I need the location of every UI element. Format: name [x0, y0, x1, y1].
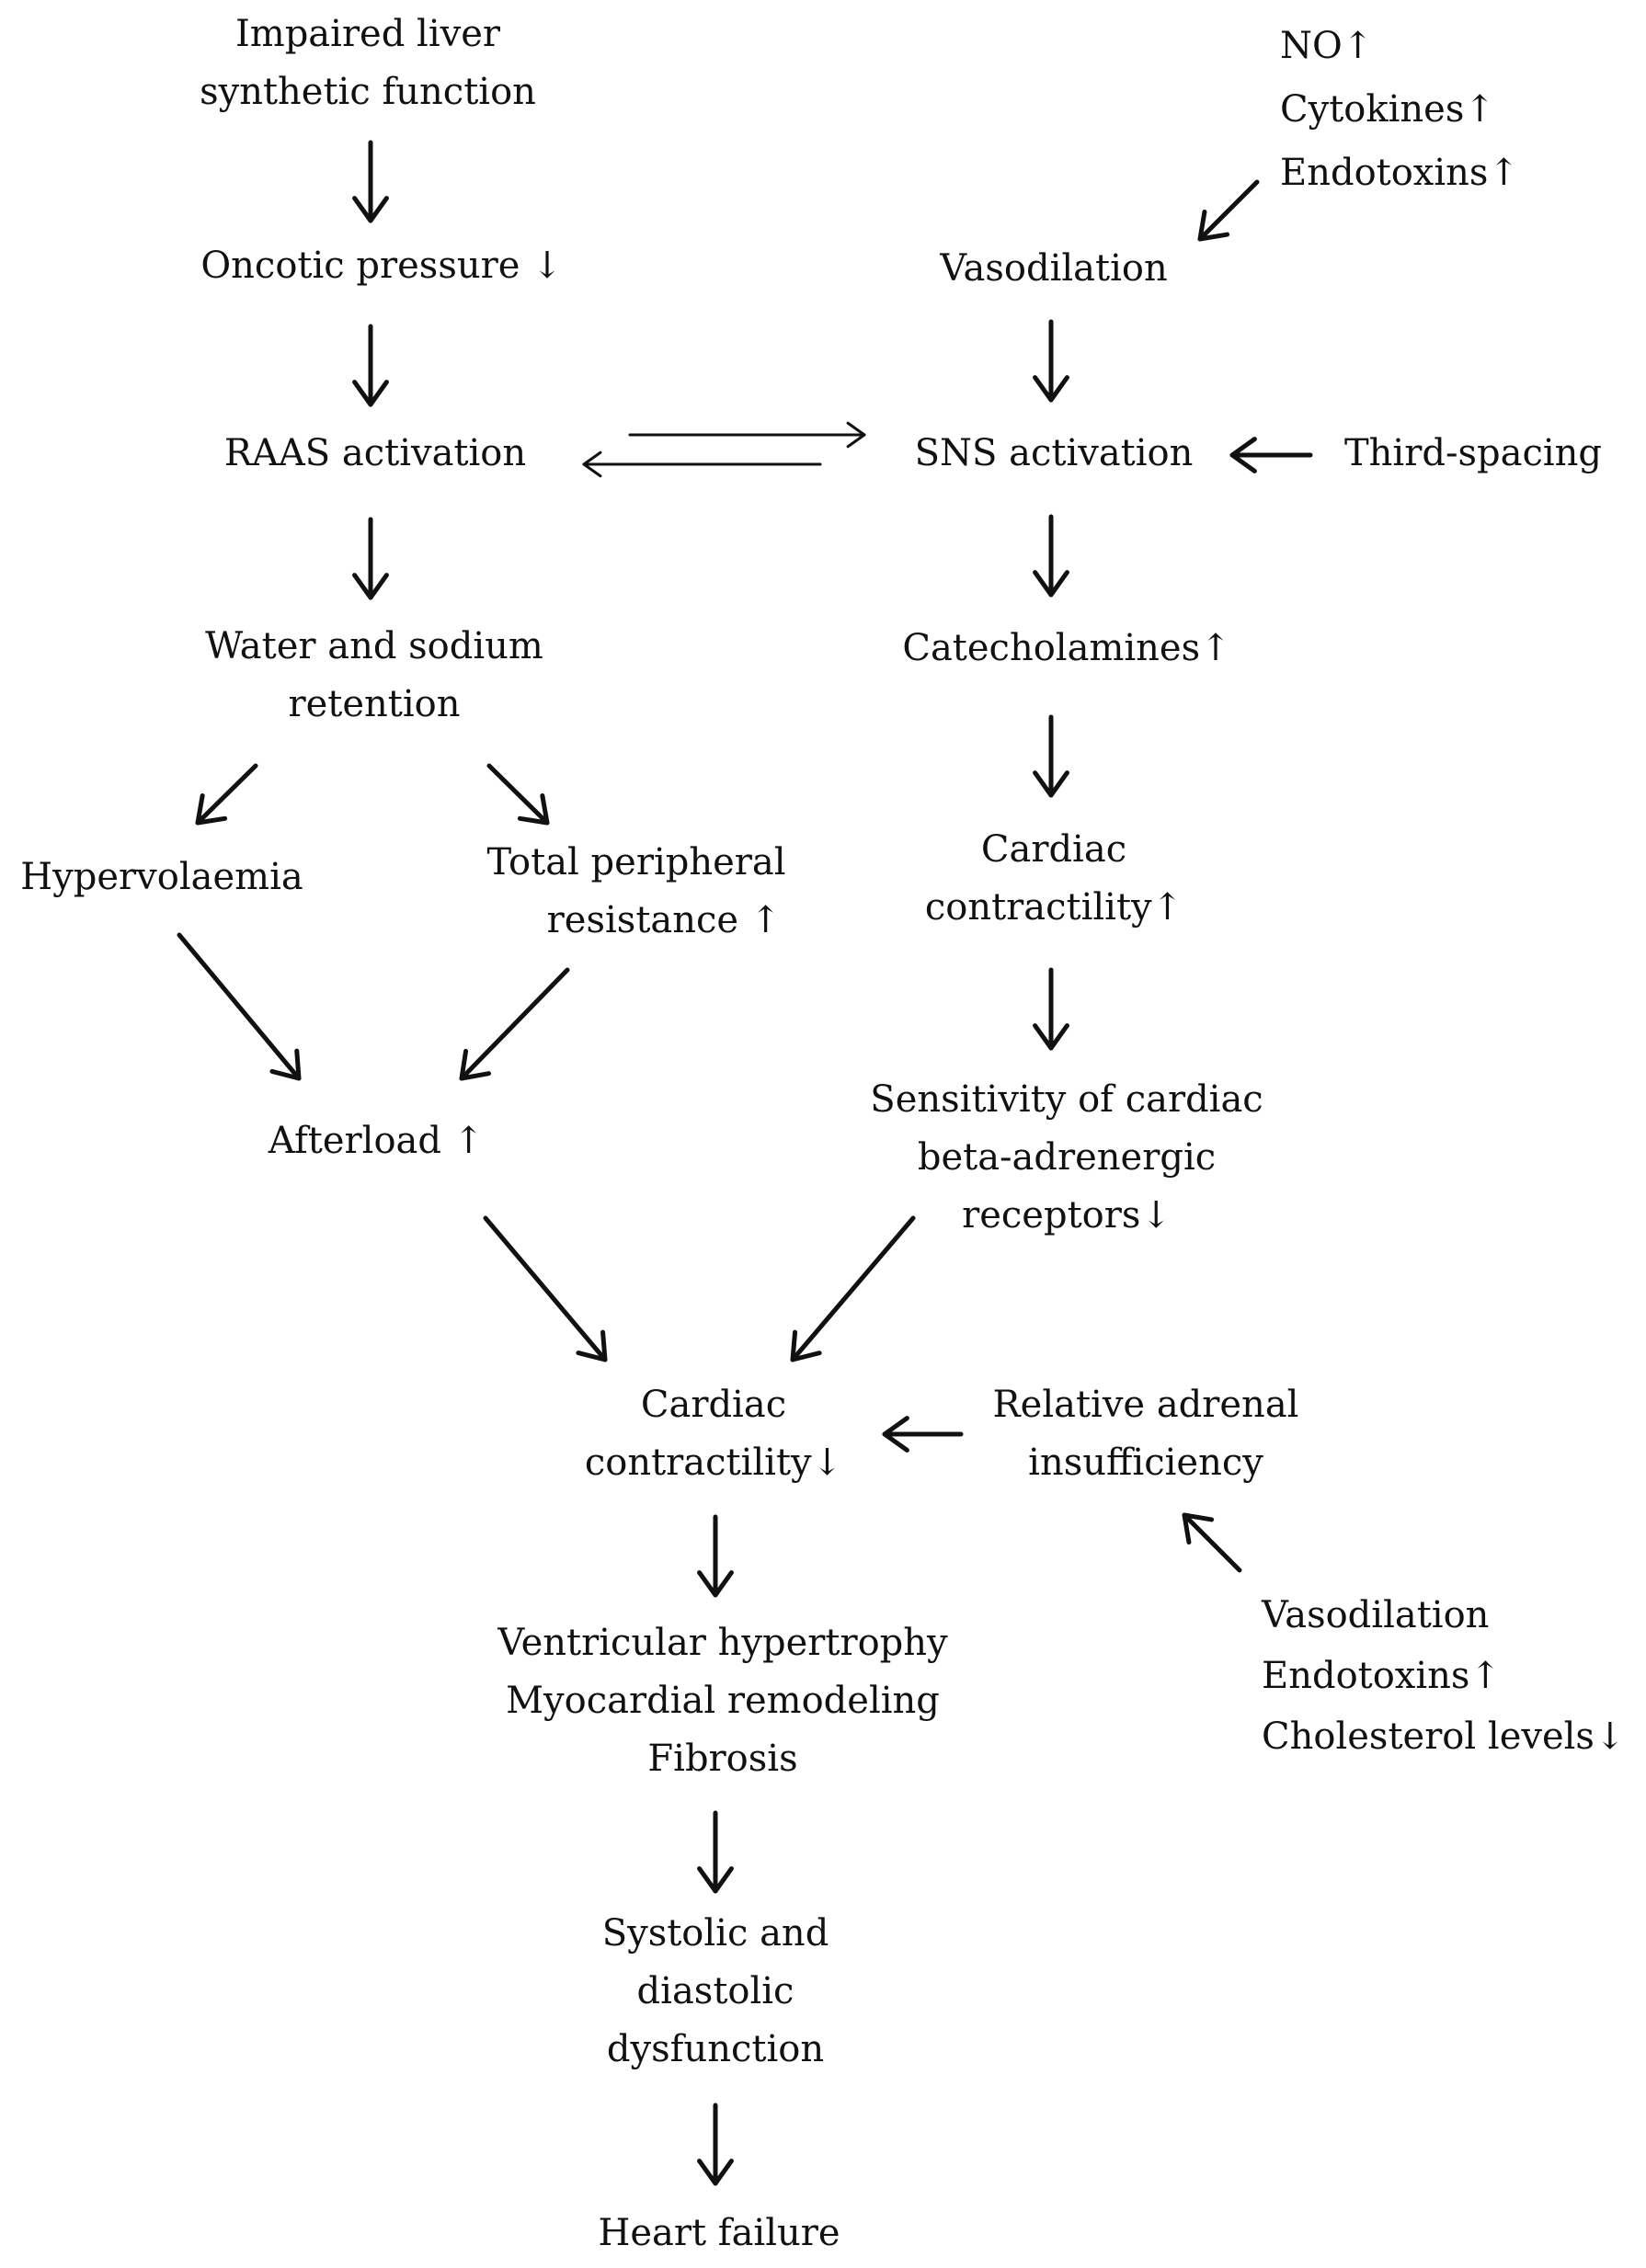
node-text: Water and sodium [205, 625, 543, 667]
arrow-systolic-to-heart-failure [697, 2103, 734, 2186]
node-ventricular-hypertrophy: Ventricular hypertrophy Myocardial remod… [497, 1614, 947, 1788]
node-text: receptors↓ [962, 1194, 1172, 1237]
node-cardiac-contractility-up: Cardiac contractility↑ [925, 821, 1183, 937]
node-text: Heart failure [598, 2212, 840, 2254]
node-text: Total peripheral [486, 841, 786, 883]
node-text: Relative adrenal [992, 1384, 1299, 1426]
node-text: NO↑ [1280, 25, 1374, 67]
node-sns-activation: SNS activation [915, 425, 1194, 483]
node-relative-adrenal-insufficiency: Relative adrenal insufficiency [993, 1376, 1299, 1492]
node-hypervolaemia: Hypervolaemia [20, 849, 303, 906]
node-total-peripheral-resistance: Total peripheral resistance ↑ [486, 834, 785, 950]
node-text: Myocardial remodeling [506, 1680, 940, 1722]
node-text: insufficiency [1028, 1442, 1263, 1484]
arrow-raas-to-water [352, 517, 389, 600]
arrow-cardiac-down-to-ventricular [697, 1514, 734, 1598]
node-raas-activation: RAAS activation [224, 425, 526, 483]
node-sensitivity-receptors: Sensitivity of cardiac beta-adrenergic r… [870, 1071, 1263, 1245]
arrow-water-to-tpr [486, 763, 550, 826]
node-text: Impaired liver [234, 13, 501, 55]
arrow-liver-to-oncotic [352, 140, 389, 223]
node-text: Hypervolaemia [20, 856, 303, 898]
node-cardiac-contractility-down: Cardiac contractility↓ [585, 1376, 842, 1492]
node-text: synthetic function [200, 71, 536, 113]
node-text: Catecholamines↑ [902, 627, 1231, 669]
node-text: contractility↑ [924, 886, 1183, 929]
node-text: Systolic and [601, 1912, 829, 1955]
arrow-oncotic-to-raas [352, 324, 389, 407]
arrow-thirdspacing-to-sns [1229, 437, 1313, 473]
node-text: SNS activation [914, 432, 1194, 474]
node-text: dysfunction [606, 2028, 825, 2070]
node-no-cytokines-endotoxins: NO↑ Cytokines↑ Endotoxins↑ [1280, 15, 1519, 205]
arrow-catecholamines-to-contractility-up [1033, 714, 1069, 798]
arrow-nocytokines-to-vasodilation [1197, 179, 1260, 242]
arrow-raas-to-sns [628, 421, 866, 449]
node-text: RAAS activation [223, 432, 527, 474]
node-text: contractility↓ [584, 1442, 843, 1484]
node-afterload: Afterload ↑ [269, 1112, 484, 1170]
node-vasodilation: Vasodilation [940, 240, 1167, 298]
arrow-vasodilation-to-sns [1033, 319, 1069, 403]
arrow-contractility-up-to-sensitivity [1033, 967, 1069, 1051]
node-text: Endotoxins↑ [1280, 152, 1519, 194]
node-text: Cardiac [640, 1384, 787, 1426]
arrow-ventricular-to-systolic [697, 1810, 734, 1894]
node-text: beta-adrenergic [917, 1136, 1217, 1179]
arrow-sensitivity-to-cardiac-down [790, 1215, 916, 1362]
node-water-sodium-retention: Water and sodium retention [205, 618, 543, 734]
node-text: Vasodilation [1262, 1594, 1490, 1636]
node-text: Afterload ↑ [268, 1120, 485, 1162]
node-catecholamines: Catecholamines↑ [902, 620, 1230, 678]
node-impaired-liver: Impaired liver synthetic function [200, 6, 536, 121]
node-text: Ventricular hypertrophy [497, 1622, 948, 1664]
node-text: Vasodilation [940, 247, 1168, 290]
node-text: resistance ↑ [546, 899, 782, 941]
node-systolic-diastolic-dysfunction: Systolic and diastolic dysfunction [602, 1905, 829, 2079]
node-text: Cardiac [980, 828, 1127, 871]
arrow-water-to-hypervolaemia [195, 763, 258, 826]
node-text: Cholesterol levels↓ [1262, 1715, 1626, 1758]
node-oncotic-pressure: Oncotic pressure ↓ [200, 237, 562, 295]
arrow-afterload-to-cardiac-down [483, 1215, 608, 1362]
node-text: Third-spacing [1343, 432, 1603, 474]
arrow-adrenal-to-cardiac-down [882, 1416, 964, 1453]
node-third-spacing: Third-spacing [1344, 425, 1602, 483]
node-text: Fibrosis [647, 1738, 798, 1780]
arrow-hypervolaemia-to-afterload [177, 932, 302, 1081]
node-text: Sensitivity of cardiac [870, 1078, 1263, 1121]
node-heart-failure: Heart failure [598, 2205, 840, 2262]
arrow-tpr-to-afterload [459, 967, 570, 1081]
node-text: Endotoxins↑ [1262, 1655, 1501, 1697]
node-text: Oncotic pressure ↓ [200, 245, 563, 287]
node-text: retention [288, 683, 461, 725]
arrow-sns-to-catecholamines [1033, 514, 1069, 598]
node-text: diastolic [636, 1970, 794, 2012]
arrow-vasodilation2-to-adrenal [1182, 1512, 1242, 1573]
node-vasodilation-endotoxins-cholesterol: Vasodilation Endotoxins↑ Cholesterol lev… [1262, 1585, 1625, 1767]
node-text: Cytokines↑ [1280, 88, 1495, 131]
arrow-sns-to-raas [582, 450, 822, 478]
